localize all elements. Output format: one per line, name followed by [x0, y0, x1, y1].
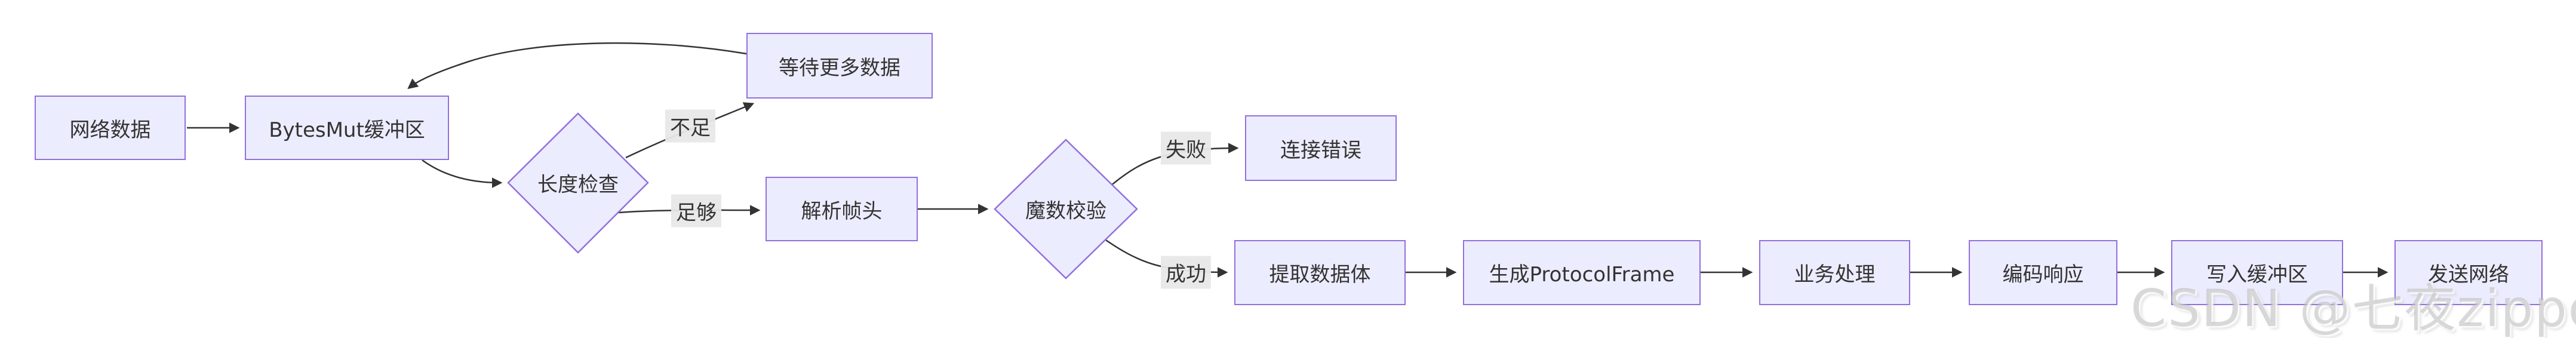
node-magic-check-label: 魔数校验 — [1025, 199, 1106, 223]
node-bytesmut-buffer: BytesMut缓冲区 — [245, 96, 449, 160]
csdn-watermark: CSDN @七夜zippoe — [2131, 279, 2576, 338]
node-connection-error: 连接错误 — [1245, 115, 1397, 181]
node-network-data: 网络数据 — [35, 96, 186, 160]
node-parse-frame-header: 解析帧头 — [766, 177, 918, 241]
edge-label-insufficient: 不足 — [665, 109, 715, 143]
node-business-process: 业务处理 — [1759, 240, 1910, 305]
node-length-check-label: 长度检查 — [537, 173, 619, 197]
edge-label-sufficient: 足够 — [671, 194, 721, 228]
node-gen-protocol-frame: 生成ProtocolFrame — [1463, 240, 1701, 305]
diamond-length-check — [507, 112, 649, 254]
edge-label-fail: 失败 — [1161, 131, 1211, 165]
node-extract-body: 提取数据体 — [1234, 240, 1406, 305]
node-send-network: 发送网络 — [2394, 240, 2543, 305]
edge-wait-more-to-bytesmut — [407, 42, 747, 90]
edge-magic-check-to-conn-error — [1110, 143, 1239, 186]
diamond-magic-check — [994, 139, 1138, 279]
edge-bytesmut-to-length-check — [422, 159, 503, 188]
node-write-buffer: 写入缓冲区 — [2171, 240, 2343, 305]
node-encode-response: 编码响应 — [1969, 240, 2117, 305]
edge-label-success: 成功 — [1161, 256, 1211, 289]
node-wait-more-data: 等待更多数据 — [746, 33, 933, 99]
